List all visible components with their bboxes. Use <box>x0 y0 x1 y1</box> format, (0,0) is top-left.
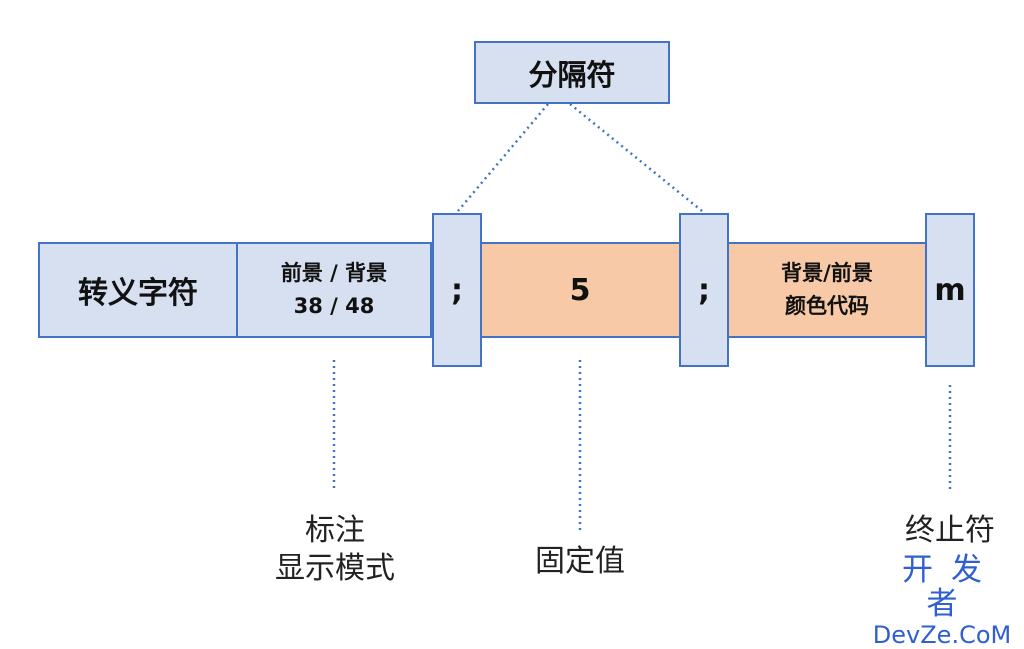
connector-lines <box>332 103 952 532</box>
semicolon-1: ; <box>451 272 463 308</box>
separator-link-left <box>457 103 549 212</box>
fg-bg-label: 前景 / 背景 <box>280 261 388 285</box>
separator-title: 分隔符 <box>528 57 616 92</box>
watermark-en: DevZe.CoM <box>872 621 1012 649</box>
fixed-value-annotation: 固定值 <box>510 543 650 581</box>
terminator-label: m <box>934 272 966 308</box>
fixed-value-caption: 固定值 <box>535 544 625 579</box>
semicolon-box-2: ; <box>679 213 729 367</box>
watermark-cn: 开发者 <box>902 552 1000 622</box>
color-code-segment: 背景/前景 颜色代码 <box>727 242 927 338</box>
color-code-text: 颜色代码 <box>785 294 869 318</box>
separator-title-box: 分隔符 <box>474 41 670 104</box>
fg-bg-segment: 前景 / 背景 38 / 48 <box>236 242 432 338</box>
terminator-box: m <box>925 213 975 367</box>
semicolon-box-1: ; <box>432 213 482 367</box>
color-code-label: 背景/前景 <box>781 261 873 285</box>
semicolon-2: ; <box>698 272 710 308</box>
separator-link-right <box>569 103 703 212</box>
watermark: 开发者 DevZe.CoM <box>866 553 1018 649</box>
display-mode-line1: 标注 <box>305 513 365 548</box>
terminator-annotation: 终止符 <box>880 512 1020 550</box>
terminator-caption: 终止符 <box>905 513 995 548</box>
fixed-value-segment: 5 <box>481 242 679 338</box>
fixed-value-label: 5 <box>569 272 591 308</box>
display-mode-line2: 显示模式 <box>275 551 395 586</box>
escape-char-segment: 转义字符 <box>38 242 238 338</box>
escape-char-label: 转义字符 <box>78 276 198 311</box>
display-mode-annotation: 标注 显示模式 <box>254 512 416 588</box>
fg-bg-codes: 38 / 48 <box>293 294 375 318</box>
